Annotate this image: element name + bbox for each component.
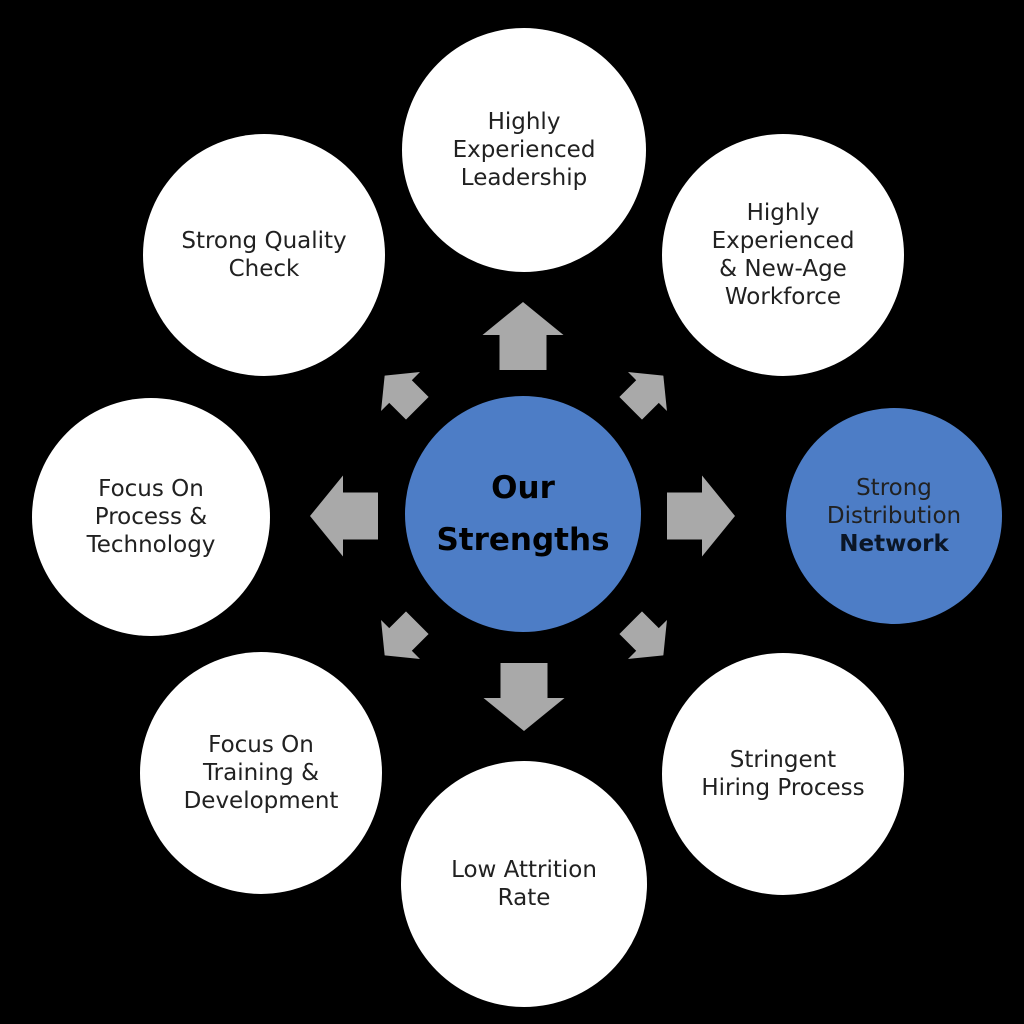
- node-label-line: Hiring Process: [701, 775, 865, 801]
- node-label-line: Training &: [203, 760, 319, 786]
- node-label-line: Focus On: [208, 732, 314, 758]
- node-label-line: Check: [228, 256, 300, 282]
- node-label-line: Stringent: [729, 747, 837, 773]
- node-highly-experienced-new-age-workforce: Highly Experienced & New-Age Workforce: [662, 134, 904, 376]
- node-our-strengths: Our Strengths: [405, 396, 641, 632]
- arrow-down-left-icon: [365, 603, 437, 675]
- node-label-line: Rate: [497, 885, 551, 911]
- arrow-up-icon: [482, 302, 564, 370]
- arrow-right-icon: [667, 475, 735, 557]
- arrow-up-left-icon: [365, 356, 437, 428]
- node-highly-experienced-leadership: Highly Experienced Leadership: [402, 28, 646, 272]
- node-label-line: Leadership: [460, 165, 588, 191]
- node-strong-quality-check: Strong Quality Check: [143, 134, 385, 376]
- node-label-line: Development: [183, 788, 339, 814]
- node-label-line: Strengths: [436, 522, 610, 558]
- node-focus-on-training-development: Focus On Training & Development: [140, 652, 382, 894]
- node-low-attrition-rate: Low Attrition Rate: [401, 761, 647, 1007]
- node-label-line: Process &: [94, 504, 208, 530]
- node-label-line: Highly: [487, 109, 561, 135]
- arrow-down-icon: [483, 663, 565, 731]
- arrow-down-right-icon: [611, 603, 683, 675]
- node-label-line: Technology: [86, 532, 216, 558]
- node-strong-distribution-network: Strong Distribution Network: [786, 408, 1002, 624]
- node-label-line: Experienced: [711, 228, 855, 254]
- node-label-line: Highly: [746, 200, 820, 226]
- node-label-line: Experienced: [452, 137, 596, 163]
- node-focus-on-process-technology: Focus On Process & Technology: [32, 398, 270, 636]
- node-label-line: Strong: [856, 475, 932, 501]
- node-label-line: Focus On: [98, 476, 204, 502]
- node-label-line: Strong Quality: [181, 228, 347, 254]
- node-label-line: Workforce: [724, 284, 842, 310]
- node-label-line: & New-Age: [719, 256, 847, 282]
- arrow-up-right-icon: [611, 356, 683, 428]
- arrow-left-icon: [310, 475, 378, 557]
- node-label-line: Low Attrition: [451, 857, 597, 883]
- node-stringent-hiring-process: Stringent Hiring Process: [662, 653, 904, 895]
- node-label-line: Distribution: [826, 503, 962, 529]
- node-label-line: Network: [839, 531, 949, 557]
- node-label-line: Our: [491, 470, 555, 506]
